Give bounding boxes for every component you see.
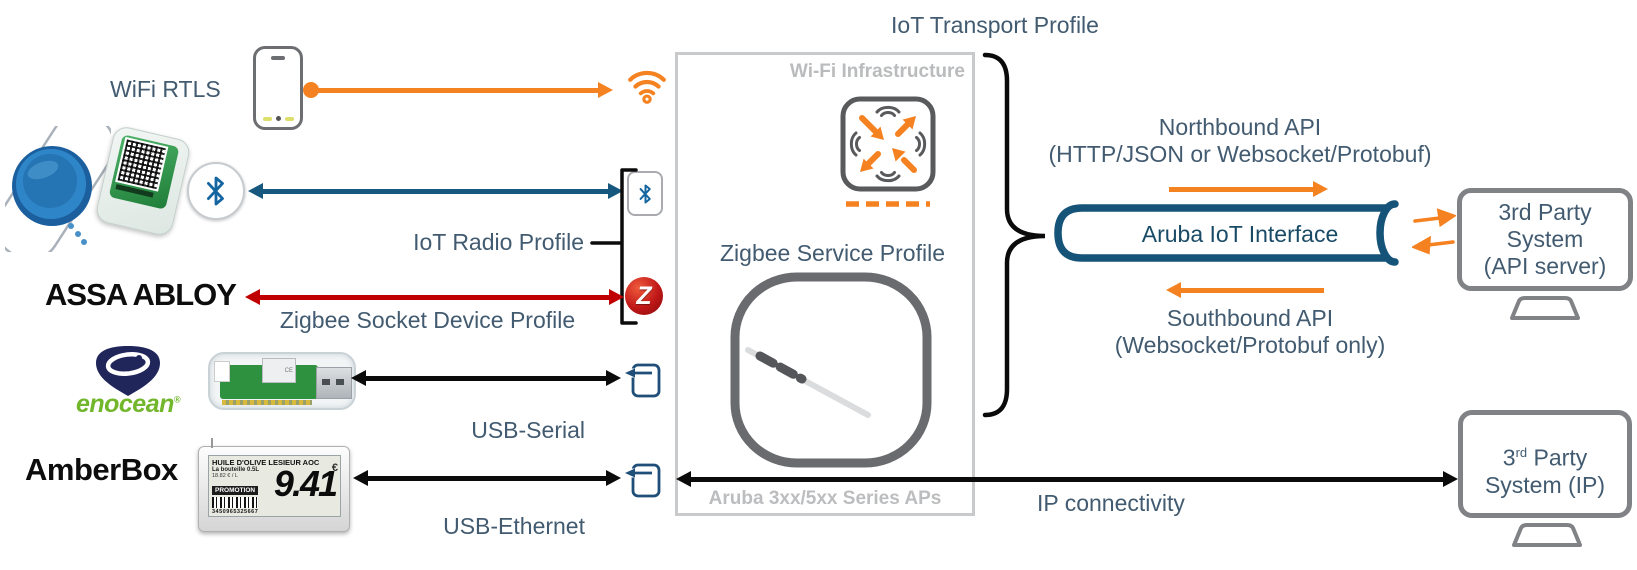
usb-serial-icon (625, 363, 661, 398)
api-server-line2: System (1506, 226, 1584, 252)
usb-serial-arrow (351, 370, 621, 386)
zigbee-socket-profile-label: Zigbee Socket Device Profile (279, 307, 576, 333)
zigbee-socket-arrow (245, 289, 624, 305)
amberbox-logo: AmberBox (25, 452, 178, 487)
ble-wristband-image (5, 126, 111, 252)
ip-monitor-stand (1512, 523, 1582, 547)
ip-system-line1: 3rd Party (1463, 439, 1627, 472)
southbound-api-label: Southbound API (Websocket/Protobuf only) (1040, 305, 1460, 359)
northbound-api-title: Northbound API (1158, 114, 1322, 140)
wifi-rtls-arrow (303, 82, 613, 98)
iot-radio-profile-label: IoT Radio Profile (413, 229, 584, 255)
aruba-iot-interface-label: Aruba IoT Interface (1141, 221, 1339, 247)
enocean-text: enocean (75, 390, 174, 418)
dongle-module: CE (262, 358, 296, 383)
shelf-promo-badge: PROMOTION (212, 486, 259, 495)
phone-icon (253, 46, 303, 130)
api-server-line3: (API server) (1483, 253, 1607, 279)
usb-ethernet-label: USB-Ethernet (443, 513, 585, 539)
third-party-ip-monitor: 3rd Party System (IP) (1458, 410, 1632, 518)
southbound-arrow (1166, 282, 1330, 298)
northbound-api-subtitle: (HTTP/JSON or Websocket/Protobuf) (1048, 141, 1432, 167)
shelf-barcode (212, 497, 258, 508)
bluetooth-badge-icon (627, 171, 663, 216)
zigbee-antenna-icon (730, 272, 932, 468)
ip-connectivity-arrow (676, 471, 1458, 487)
phone-speaker (271, 56, 285, 60)
usb-ethernet-icon (625, 463, 661, 498)
ip-line1-sup: rd (1515, 445, 1528, 460)
assa-abloy-logo: ASSA ABLOY (45, 277, 237, 312)
usb-ethernet-arrow (353, 470, 621, 486)
usb-dongle-image: CE (208, 352, 356, 410)
bluetooth-icon (187, 162, 245, 220)
shelf-header: HUILE D'OLIVE LESIEUR AOC (212, 458, 320, 467)
shelf-price: 9.41 (273, 463, 338, 504)
iot-radio-profile-bracket (590, 168, 638, 325)
usb-serial-label: USB-Serial (471, 417, 585, 443)
southbound-api-subtitle: (Websocket/Protobuf only) (1114, 332, 1386, 358)
wifi-icon (628, 70, 666, 104)
ble-radio-arrow (248, 183, 623, 199)
phone-buttons (256, 116, 300, 121)
usb-plug (316, 367, 352, 399)
southbound-api-title: Southbound API (1166, 305, 1334, 331)
aruba-iot-interface-pipe (1054, 200, 1399, 266)
northbound-api-label: Northbound API (HTTP/JSON or Websocket/P… (1030, 114, 1450, 168)
shelf-label-screen: HUILE D'OLIVE LESIEUR AOC La bouteille 0… (208, 455, 341, 517)
shelf-currency: € (331, 462, 338, 474)
iot-transport-profile-brace (982, 52, 1046, 418)
shelf-line2: 18.82 € / L (212, 473, 238, 479)
wifi-infrastructure-label: Wi-Fi Infrastructure (789, 61, 965, 82)
diagram-title: IoT Transport Profile (891, 12, 1099, 38)
zigbee-badge-icon: Z (625, 277, 663, 315)
aruba-ap-icon (840, 96, 936, 207)
api-server-line1: 3rd Party (1498, 199, 1592, 225)
third-party-api-server-monitor: 3rd Party System (API server) (1457, 188, 1633, 291)
northbound-arrow (1163, 181, 1328, 197)
enocean-wordmark: enocean® (66, 390, 190, 419)
zigbee-service-profile-label: Zigbee Service Profile (720, 240, 945, 266)
ip-line1-num: 3 (1502, 444, 1516, 471)
enocean-reg-mark: ® (173, 394, 181, 405)
api-server-monitor-stand (1510, 296, 1580, 320)
enocean-logo-icon (96, 346, 160, 396)
shelf-barcode-digits: 3450965325667 (212, 509, 259, 515)
pipe-exchange-arrows-icon (1412, 208, 1456, 255)
ip-line1-rest: Party (1527, 444, 1588, 471)
aruba-ap-caption: Aruba 3xx/5xx Series APs (708, 488, 942, 509)
shelf-line1: La bouteille 0.5L (212, 467, 260, 473)
ip-system-line2: System (IP) (1484, 471, 1606, 498)
ip-connectivity-label: IP connectivity (1037, 490, 1185, 516)
wifi-rtls-label: WiFi RTLS (110, 76, 221, 102)
shelf-label-image: HUILE D'OLIVE LESIEUR AOC La bouteille 0… (198, 438, 350, 532)
